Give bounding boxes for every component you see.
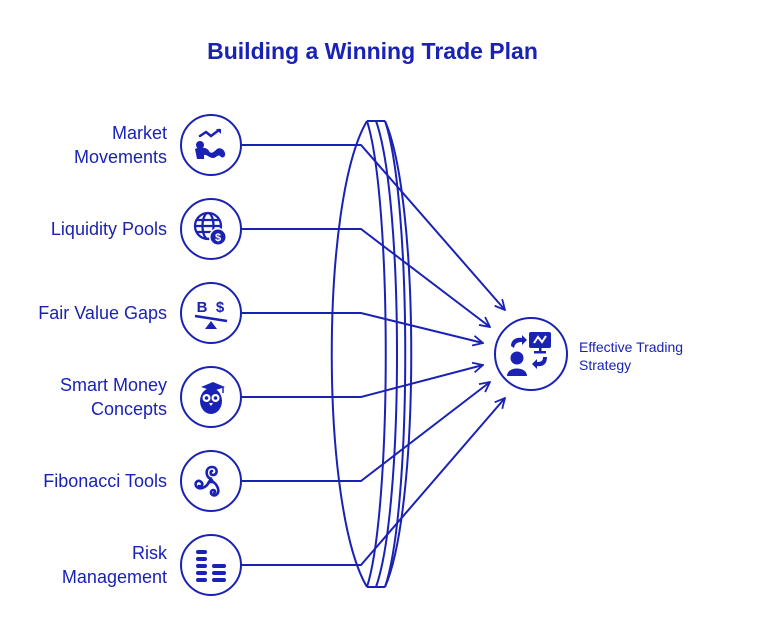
label-line: Strategy [579,357,632,373]
label-line: Liquidity Pools [50,219,167,239]
label-line: Smart Money [59,375,167,395]
svg-text:$: $ [215,232,221,244]
svg-text:B: B [197,299,208,316]
spiral-triskelion-icon [194,465,220,497]
label-line: Fibonacci Tools [43,471,167,491]
label-line: Risk [132,543,167,563]
connector-smart-money-concepts [241,365,483,398]
input-label-fibonacci-tools: Fibonacci Tools [0,469,167,493]
label-line: Concepts [90,399,167,419]
globe-dollar-icon: $ [193,211,227,246]
connector-liquidity-pools [241,228,490,327]
market-chart-icon [195,128,226,159]
stacked-bars-icon [196,550,226,582]
input-node-fair-value-gaps [180,282,242,344]
input-label-smart-money-concepts: Smart Money Concepts [0,373,167,421]
connector-risk-management [241,398,505,566]
connector-market-movements [241,144,505,310]
input-label-fair-value-gaps: Fair Value Gaps [0,301,167,325]
diagram-title: Building a Winning Trade Plan [207,38,538,64]
input-label-risk-management: Risk Management [0,541,167,589]
label-line: Market [111,123,167,143]
connector-fibonacci-tools [241,382,490,482]
svg-text:$: $ [216,299,225,316]
strategy-presentation-icon [507,332,551,376]
owl-graduate-icon [200,382,225,414]
input-node-market-movements [180,114,242,176]
input-node-risk-management [180,534,242,596]
input-label-market-movements: Market Movements [0,121,167,169]
lens-shape [330,120,413,588]
input-node-liquidity-pools [180,198,242,260]
output-label: Effective Trading Strategy [579,338,729,374]
label-line: Management [61,567,167,587]
input-label-liquidity-pools: Liquidity Pools [0,217,167,241]
balance-scale-icon: B $ [194,299,228,329]
label-line: Fair Value Gaps [38,303,167,323]
output-node-effective-trading-strategy [494,317,568,391]
label-line: Movements [73,147,167,167]
connector-fair-value-gaps [241,312,483,343]
label-line: Effective Trading [579,339,684,355]
